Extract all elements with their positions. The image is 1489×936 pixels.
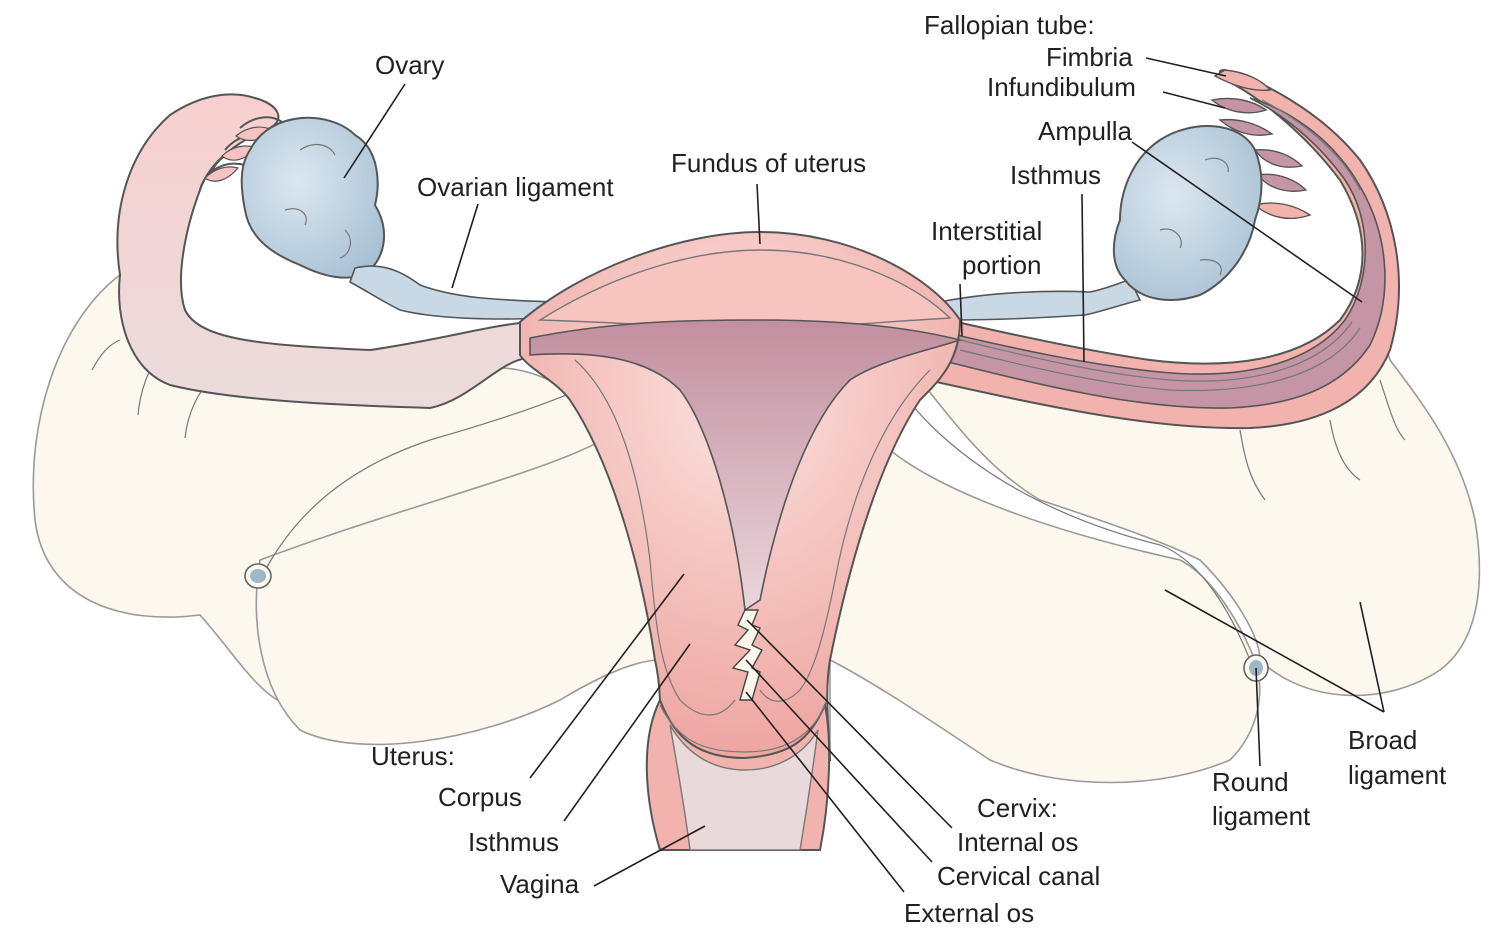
label-isthmus-tube: Isthmus <box>1010 160 1102 190</box>
label-uterus-heading: Uterus: <box>371 741 455 771</box>
label-vagina: Vagina <box>500 869 580 899</box>
label-round-ligament: Round <box>1212 767 1289 797</box>
label-external-os: External os <box>904 898 1035 928</box>
ovary-right <box>1112 125 1263 301</box>
label-cervix-heading: Cervix: <box>977 793 1058 823</box>
label-round-ligament-2: ligament <box>1212 801 1311 831</box>
ovary-left <box>240 116 386 279</box>
label-infundibulum: Infundibulum <box>987 72 1136 102</box>
label-fimbria: Fimbria <box>1046 42 1133 72</box>
label-corpus: Corpus <box>438 782 522 812</box>
label-internal-os: Internal os <box>957 827 1079 857</box>
label-broad-ligament: Broad <box>1348 725 1418 755</box>
label-broad-ligament-2: ligament <box>1348 760 1447 790</box>
label-fundus: Fundus of uterus <box>671 148 867 178</box>
label-ovarian-ligament: Ovarian ligament <box>417 172 614 202</box>
label-cervical-canal: Cervical canal <box>937 861 1101 891</box>
fallopian-tube-left <box>116 93 532 410</box>
label-ovary: Ovary <box>375 50 445 80</box>
label-isthmus-uterus: Isthmus <box>468 827 560 857</box>
fallopian-tube-right <box>904 68 1400 430</box>
uterine-cavity <box>529 319 963 612</box>
label-interstitial: Interstitial <box>931 216 1043 246</box>
label-interstitial-portion: portion <box>962 250 1042 280</box>
label-ampulla: Ampulla <box>1038 116 1132 146</box>
label-fallopian-tube-heading: Fallopian tube: <box>924 10 1095 40</box>
